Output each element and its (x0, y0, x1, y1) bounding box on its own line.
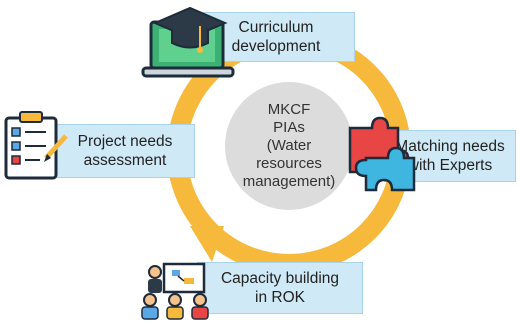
center-line: PIAs (273, 119, 305, 136)
step-label: Capacity building (220, 270, 340, 287)
center-line: management) (242, 173, 336, 190)
step-label: assessment (83, 152, 167, 169)
center-line: resources (256, 155, 322, 172)
center-line: MKCF (267, 101, 311, 118)
step-label: development (231, 38, 321, 55)
step-box-capacity: Capacity building in ROK (197, 262, 363, 314)
step-label: in ROK (255, 289, 305, 306)
step-label: Project needs (77, 133, 173, 150)
center-line: (Water (266, 137, 312, 154)
cycle-arrowhead-left (190, 226, 224, 262)
step-label: Matching needs (395, 138, 505, 155)
step-box-project: Project needs assessment (55, 124, 195, 178)
step-label: Curriculum (238, 19, 314, 36)
center-circle: MKCF PIAs (Water resources management) (225, 82, 353, 210)
step-label: with Experts (407, 157, 493, 174)
